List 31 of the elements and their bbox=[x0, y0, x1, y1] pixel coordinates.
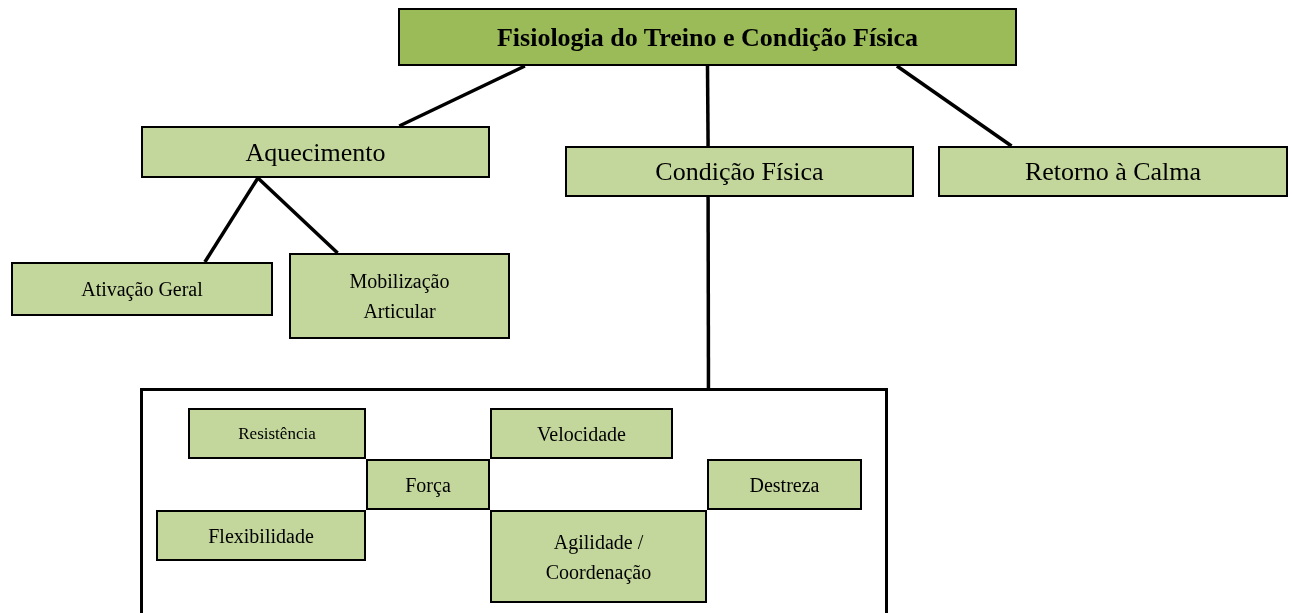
title-box bbox=[398, 8, 1017, 66]
topic-box bbox=[141, 126, 490, 178]
box-label: Aquecimento bbox=[245, 136, 386, 169]
topic-box bbox=[11, 262, 273, 316]
box-label: Condição Física bbox=[655, 156, 824, 188]
box-label: Resistência bbox=[238, 422, 316, 445]
connector-line bbox=[705, 66, 710, 146]
box-label: Flexibilidade bbox=[208, 523, 314, 549]
topic-box bbox=[490, 408, 673, 459]
box-label: Mobilização Articular bbox=[348, 269, 451, 324]
connector-line bbox=[256, 176, 339, 255]
topic-box bbox=[289, 253, 510, 339]
frame-box bbox=[140, 388, 888, 613]
connector-line bbox=[895, 64, 1013, 148]
topic-box bbox=[366, 459, 490, 510]
topic-box bbox=[565, 146, 914, 197]
topic-box bbox=[490, 510, 707, 603]
topic-box bbox=[188, 408, 366, 459]
connector-line bbox=[706, 197, 711, 388]
topic-box bbox=[938, 146, 1288, 197]
connector-line bbox=[398, 64, 526, 128]
topic-box bbox=[707, 459, 862, 510]
connector-line bbox=[203, 177, 260, 263]
box-label: Força bbox=[405, 472, 451, 499]
box-label: Agilidade / Coordenação bbox=[544, 529, 653, 586]
box-label: Retorno à Calma bbox=[1024, 156, 1202, 188]
box-label: Destreza bbox=[749, 472, 820, 498]
topic-box bbox=[156, 510, 366, 561]
box-label: Velocidade bbox=[537, 421, 626, 447]
box-label: Fisiologia do Treino e Condição Física bbox=[496, 21, 919, 54]
box-label: Ativação Geral bbox=[81, 277, 203, 303]
